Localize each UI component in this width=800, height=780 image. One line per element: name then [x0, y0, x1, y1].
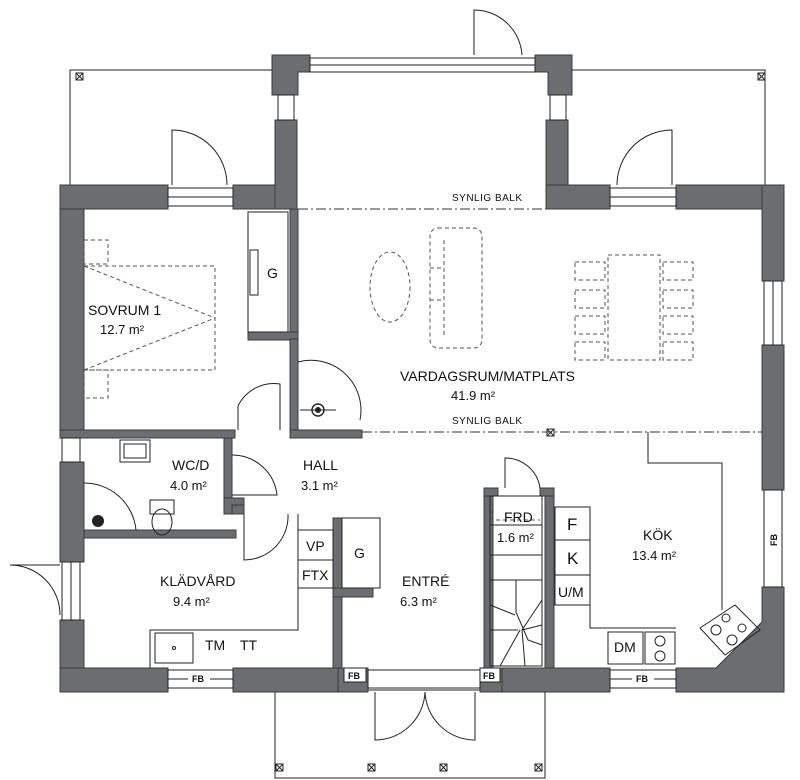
windows: [61, 57, 783, 689]
fb-labels: FB FB FB FB FB: [188, 534, 779, 684]
beam-labels: SYNLIG BALK SYNLIG BALK: [452, 193, 523, 427]
wardrobe-label-entry: G: [354, 545, 365, 561]
fb-label-3: FB: [483, 671, 495, 681]
room-area-vardagsrum: 41.9 m²: [451, 388, 496, 403]
room-area-hall: 3.1 m²: [301, 478, 339, 493]
room-name-frd: FRD: [504, 509, 533, 525]
freezer-label: K: [567, 549, 579, 568]
bedroom-furniture: [83, 211, 289, 399]
stairs: [489, 495, 543, 667]
room-name-kok: KÖK: [643, 526, 673, 543]
room-area-sovrum: 12.7 m²: [100, 322, 145, 337]
room-name-entre: ENTRÉ: [402, 573, 449, 589]
wardrobe-label-bedroom: G: [267, 265, 278, 281]
room-labels: SOVRUM 1 12.7 m² VARDAGSRUM/MATPLATS 41.…: [88, 302, 677, 609]
fb-label-1: FB: [192, 674, 204, 684]
terrace-outlines: [69, 61, 766, 779]
kitchen-fixtures: [554, 432, 761, 665]
room-area-kladvard: 9.4 m²: [173, 594, 211, 609]
room-name-wcd: WC/D: [172, 457, 209, 473]
room-area-entre: 6.3 m²: [400, 594, 438, 609]
fb-label-2: FB: [348, 671, 360, 681]
ventilation-label: FTX: [302, 567, 329, 583]
room-area-wcd: 4.0 m²: [170, 478, 208, 493]
room-name-sovrum: SOVRUM 1: [88, 302, 161, 318]
heat-pump-label: VP: [306, 538, 325, 554]
wc-fixtures: [83, 439, 175, 536]
fb-label-4: FB: [636, 674, 648, 684]
oven-micro-label: U/M: [558, 584, 584, 600]
dryer-label: TT: [240, 637, 258, 653]
living-furniture: [300, 227, 694, 417]
fridge-label: F: [567, 515, 577, 534]
beam-label-middle: SYNLIG BALK: [452, 416, 523, 427]
room-name-kladvard: KLÄDVÅRD: [160, 573, 235, 589]
fixture-labels: G G VP FTX TM TT F K U/M DM: [205, 265, 636, 655]
fb-label-5: FB: [769, 534, 779, 546]
walls: [59, 54, 785, 693]
room-name-vardagsrum: VARDAGSRUM/MATPLATS: [400, 368, 575, 384]
room-area-frd: 1.6 m²: [497, 530, 535, 545]
room-area-kok: 13.4 m²: [632, 548, 677, 563]
laundry-fixtures: [149, 514, 381, 668]
corner-marker: [75, 61, 766, 772]
room-name-hall: HALL: [303, 457, 338, 473]
doors: [9, 9, 673, 741]
beam-label-top: SYNLIG BALK: [452, 193, 523, 204]
washer-label: TM: [205, 637, 225, 653]
dishwasher-label: DM: [614, 639, 636, 655]
beams: [298, 208, 762, 437]
